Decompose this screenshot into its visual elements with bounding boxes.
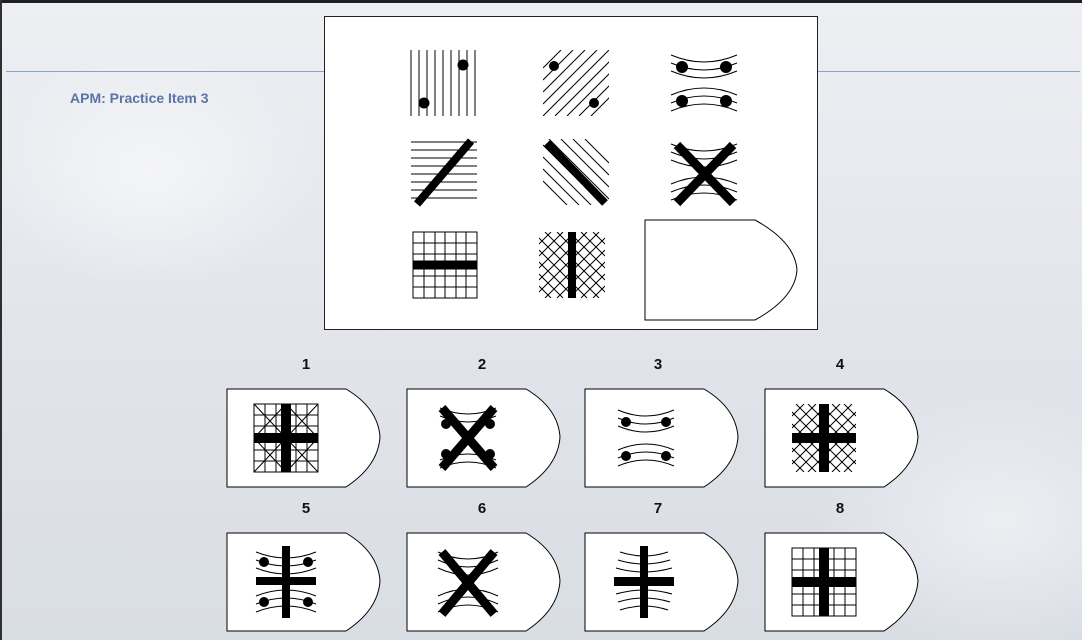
option-5[interactable] <box>226 532 386 632</box>
option-number: 2 <box>452 356 512 373</box>
window-top-border <box>0 0 1082 3</box>
page-title: APM: Practice Item 3 <box>70 90 209 106</box>
option-1[interactable] <box>226 388 386 488</box>
option-number: 3 <box>628 356 688 373</box>
answer-slot <box>645 220 797 320</box>
option-6[interactable] <box>406 532 566 632</box>
cell-vertical-lines-dots <box>411 50 475 116</box>
window-left-border <box>0 0 2 640</box>
cell-curved-lines-x <box>671 144 737 203</box>
option-number: 8 <box>810 500 870 517</box>
option-number: 4 <box>810 356 870 373</box>
matrix-figures <box>325 17 819 331</box>
cell-grid-horizontal-bar <box>413 232 477 298</box>
option-number: 1 <box>276 356 336 373</box>
option-number: 5 <box>276 500 336 517</box>
cell-horizontal-lines-slash <box>411 141 477 204</box>
option-3[interactable] <box>584 388 744 488</box>
option-7[interactable] <box>584 532 744 632</box>
option-8[interactable] <box>764 532 924 632</box>
option-number: 6 <box>452 500 512 517</box>
cell-curved-lines-dots <box>671 55 737 111</box>
cell-diagonal-lines-dots <box>543 50 657 116</box>
option-number: 7 <box>628 500 688 517</box>
problem-matrix <box>324 16 818 330</box>
option-4[interactable] <box>764 388 924 488</box>
option-2[interactable] <box>406 388 566 488</box>
